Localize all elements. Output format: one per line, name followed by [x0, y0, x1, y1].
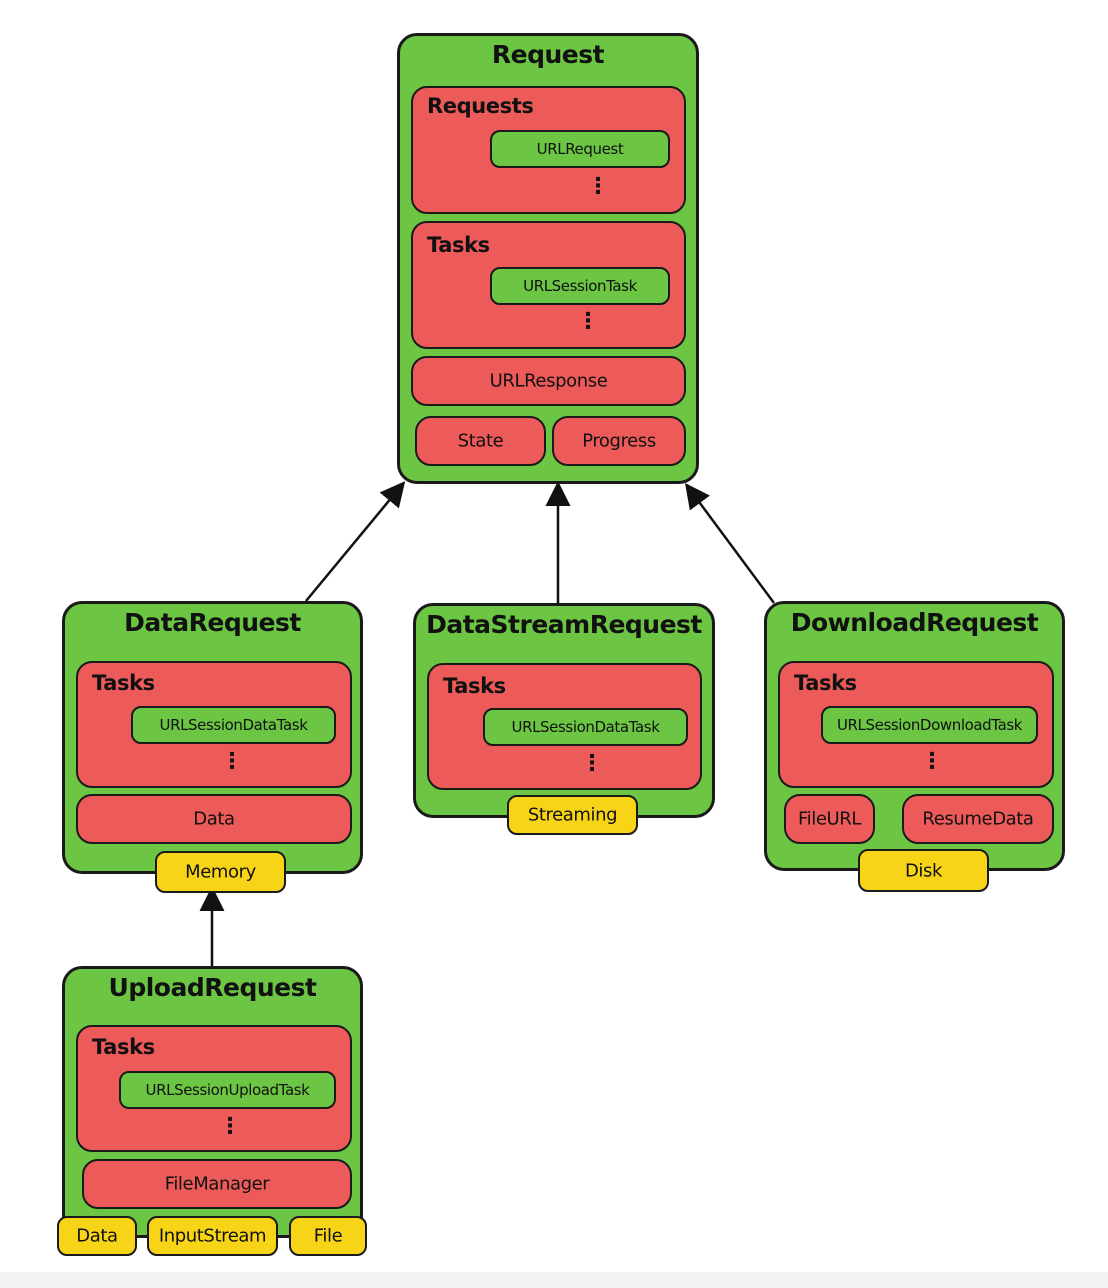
requests-section: Requests URLRequest ⋮: [411, 86, 686, 214]
urlsessiondatatask-item: URLSessionDataTask: [131, 706, 336, 744]
datarequest-tasks-section: Tasks URLSessionDataTask ⋮: [76, 661, 352, 788]
datarequest-title: DataRequest: [124, 608, 301, 637]
datastreamrequest-box: DataStreamRequest Tasks URLSessionDataTa…: [413, 603, 715, 818]
datastreamrequest-more-tasks-ellipsis: ⋮: [581, 751, 603, 776]
request-title: Request: [491, 40, 605, 69]
progress-field: Progress: [552, 416, 686, 466]
filemanager-label: FileManager: [164, 1173, 270, 1195]
urlsessiondatatask-label: URLSessionDataTask: [159, 716, 308, 734]
datarequest-more-tasks-ellipsis: ⋮: [221, 749, 243, 774]
filemanager-field: FileManager: [82, 1159, 352, 1209]
bottom-strip: [0, 1272, 1108, 1288]
source-tag-file: File: [289, 1216, 367, 1256]
datarequest-tasks-title: Tasks: [92, 671, 155, 695]
streaming-tag: Streaming: [507, 795, 638, 835]
uploadrequest-tasks-title: Tasks: [92, 1035, 155, 1059]
more-requests-ellipsis: ⋮: [587, 174, 609, 199]
streaming-label: Streaming: [527, 804, 618, 826]
uploadrequest-tasks-section: Tasks URLSessionUploadTask ⋮: [76, 1025, 352, 1152]
tasks-section-title: Tasks: [427, 233, 490, 257]
resumedata-label: ResumeData: [922, 808, 1034, 830]
datastream-urlsessiondatatask-item: URLSessionDataTask: [483, 708, 688, 746]
urlsessiontask-item: URLSessionTask: [490, 267, 670, 305]
downloadrequest-more-tasks-ellipsis: ⋮: [921, 749, 943, 774]
state-field: State: [415, 416, 546, 466]
data-field: Data: [76, 794, 352, 844]
urlsessiondownloadtask-label: URLSessionDownloadTask: [836, 716, 1023, 734]
source-tag-inputstream: InputStream: [147, 1216, 278, 1256]
memory-label: Memory: [185, 861, 256, 883]
urlsessiondownloadtask-item: URLSessionDownloadTask: [821, 706, 1038, 744]
uploadrequest-more-tasks-ellipsis: ⋮: [219, 1114, 241, 1139]
tasks-section: Tasks URLSessionTask ⋮: [411, 221, 686, 349]
more-tasks-ellipsis: ⋮: [577, 309, 599, 334]
datarequest-box: DataRequest Tasks URLSessionDataTask ⋮ D…: [62, 601, 363, 874]
source-tag-data: Data: [57, 1216, 137, 1256]
downloadrequest-title: DownloadRequest: [790, 608, 1039, 637]
request-box: Request Requests URLRequest ⋮ Tasks URLS…: [397, 33, 699, 484]
urlsessiontask-label: URLSessionTask: [523, 277, 637, 295]
downloadrequest-box: DownloadRequest Tasks URLSessionDownload…: [764, 601, 1065, 871]
fileurl-label: FileURL: [797, 808, 862, 830]
requests-section-title: Requests: [427, 94, 534, 118]
datastreamrequest-title: DataStreamRequest: [426, 610, 702, 639]
source-file-label: File: [313, 1225, 343, 1247]
disk-label: Disk: [904, 860, 943, 881]
memory-tag: Memory: [155, 851, 286, 893]
progress-label: Progress: [582, 430, 656, 452]
disk-tag: Disk: [858, 849, 989, 892]
fileurl-field: FileURL: [784, 794, 875, 844]
uploadrequest-box: UploadRequest Tasks URLSessionUploadTask…: [62, 966, 363, 1238]
data-label: Data: [193, 808, 235, 830]
urlrequest-label: URLRequest: [536, 140, 624, 158]
urlresponse-label: URLResponse: [489, 370, 608, 392]
datastream-urlsessiondatatask-label: URLSessionDataTask: [511, 718, 660, 736]
urlrequest-item: URLRequest: [490, 130, 670, 168]
resumedata-field: ResumeData: [902, 794, 1054, 844]
source-inputstream-label: InputStream: [158, 1225, 267, 1247]
datastreamrequest-tasks-title: Tasks: [443, 674, 506, 698]
arrow-downloadrequest-to-request: [685, 482, 776, 604]
downloadrequest-tasks-title: Tasks: [794, 671, 857, 695]
urlresponse-field: URLResponse: [411, 356, 686, 406]
state-label: State: [457, 430, 504, 452]
arrow-datarequest-to-request: [305, 481, 406, 602]
urlsessionuploadtask-item: URLSessionUploadTask: [119, 1071, 336, 1109]
source-data-label: Data: [76, 1225, 118, 1247]
urlsessionuploadtask-label: URLSessionUploadTask: [145, 1081, 310, 1099]
uploadrequest-title: UploadRequest: [108, 973, 317, 1002]
datastreamrequest-tasks-section: Tasks URLSessionDataTask ⋮: [427, 663, 702, 790]
downloadrequest-tasks-section: Tasks URLSessionDownloadTask ⋮: [778, 661, 1054, 788]
